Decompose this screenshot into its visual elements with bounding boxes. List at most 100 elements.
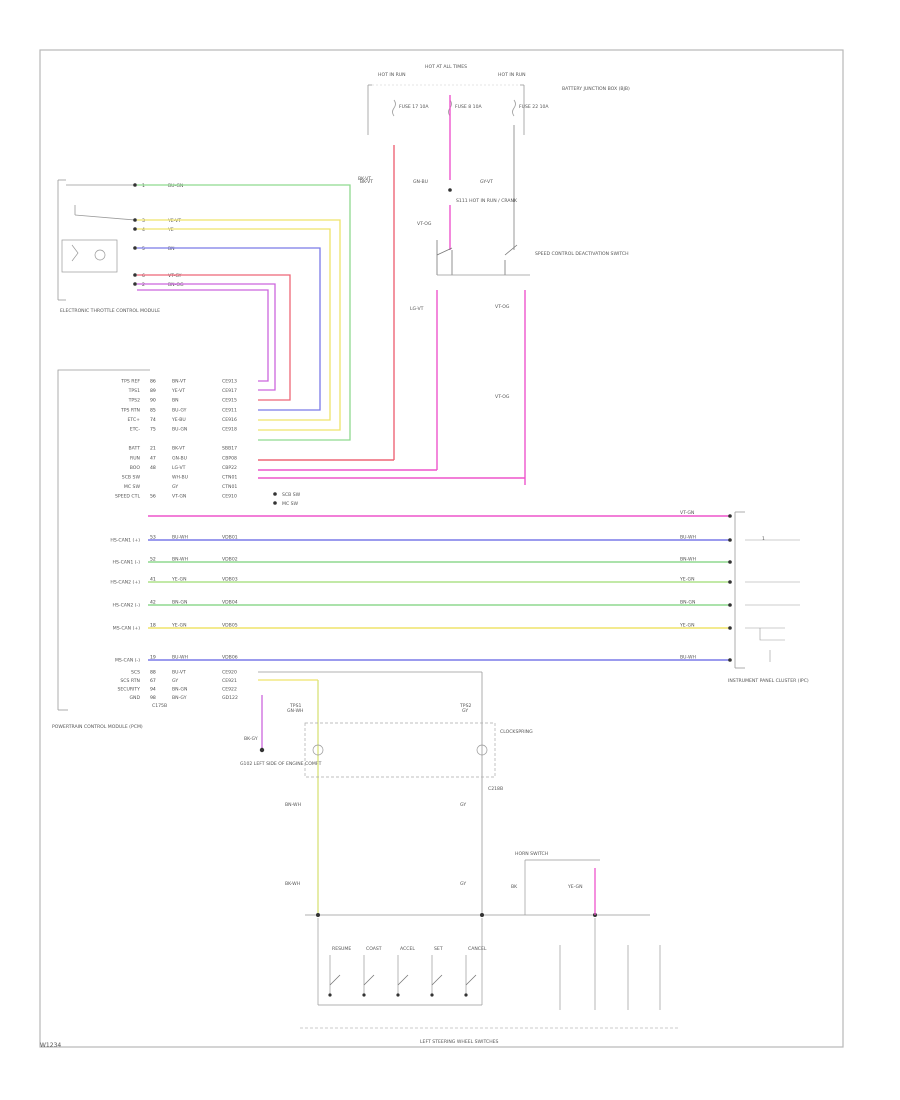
top-fuse-box: HOT AT ALL TIMES HOT IN RUN HOT IN RUN B… (367, 64, 630, 135)
pcm-pin-wire: WH-BU (172, 475, 188, 481)
bus-row-circuit: VDB06 (222, 655, 238, 661)
etc-pin-6: 2 (142, 282, 145, 288)
pcm-pin-circuit: CTN01 (222, 484, 237, 490)
pcm-pin-name: TPS RTN (120, 407, 140, 413)
pcm-pin-wire: VT-GN (172, 494, 186, 500)
pcm-pin-name: RUN (130, 455, 140, 461)
pcm-pin-circuit: CTN01 (222, 475, 237, 481)
bus-row-wire: BU-WH (172, 535, 188, 541)
fuse-2: FUSE 8 10A (448, 99, 483, 117)
bus-row-end-wire: BN-GN (680, 600, 695, 606)
ground-wire: BK-GY (244, 736, 258, 742)
pcm-pin-wire: YE-BU (171, 417, 186, 423)
switch-blade (397, 974, 409, 986)
ipc-pin: 1 (762, 536, 765, 542)
bus-row-name: HS-CAN1 (+) (110, 538, 140, 544)
pcm-lower-name: SCS (131, 670, 140, 676)
ipc-speed-terminal (728, 514, 732, 518)
splice-note: S111 HOT IN RUN / CRANK (456, 198, 518, 204)
pcm-pin-circuit: CBP08 (222, 455, 237, 461)
pcm-pin-circuit: CE911 (222, 407, 237, 413)
switch-label: RESUME (332, 946, 351, 952)
etc-wire-1: BU-GN (168, 183, 183, 189)
etc-pin-5: 6 (142, 273, 145, 279)
bus-row-pin: 18 (150, 623, 156, 629)
bus-row-end-wire: BN-WH (680, 557, 696, 563)
speed-control-switch: SPEED CONTROL DEACTIVATION SWITCH (436, 240, 629, 276)
pcm-pin-number: 90 (150, 398, 156, 404)
pcm-lower-pin: 67 (150, 678, 156, 684)
pcm-pin-wire: BU-GY (172, 407, 187, 413)
pcm-pin-number: 85 (150, 407, 156, 413)
bus-row-wire: BN-GN (172, 600, 187, 606)
pcm-pin-circuit: CE910 (222, 494, 237, 500)
bus-row-end-wire: YE-GN (679, 577, 695, 583)
pcm-pin-wire: BN-VT (172, 379, 186, 385)
clockspring: CLOCKSPRING GN-WH GY C218B BN-WH GY (258, 671, 533, 915)
fuse-box-right-label: HOT IN RUN (498, 72, 526, 78)
bus-row-wire: YE-GN (171, 577, 187, 583)
bus-row-wire: YE-GN (171, 623, 187, 629)
etc-pin-4: 5 (142, 246, 145, 252)
pcm-pin-name: BOO (130, 465, 141, 471)
etc-wire-5: VT-GY (168, 273, 182, 279)
pcm-pin-name: SPEED CTL (115, 494, 141, 500)
bus-terminal (728, 538, 732, 542)
pcm-pin-wire: YE-VT (171, 388, 185, 394)
etc-module-label: ELECTRONIC THROTTLE CONTROL MODULE (60, 308, 160, 314)
speed-switch-label: SPEED CONTROL DEACTIVATION SWITCH (535, 251, 629, 257)
horn-label: HORN SWITCH (515, 851, 548, 857)
pcm-pin-circuit: CE918 (222, 427, 237, 433)
pcm-pin-wire: BK-VT (172, 446, 185, 452)
ground-note: BK-GY G102 LEFT SIDE OF ENGINE COMPT (240, 695, 322, 767)
pcm-pin-name: ETC+ (128, 417, 141, 423)
etc-pin-2: 3 (142, 218, 145, 224)
pcm-pin-number: 86 (150, 379, 156, 385)
pcm-lower-wire: BN-GY (172, 695, 187, 701)
scb-note-a: SCB SW (282, 492, 301, 498)
bus-terminal (728, 603, 732, 607)
scb-note-b: MC SW (282, 501, 299, 507)
fuse-3-label: FUSE 22 10A (519, 104, 549, 110)
switch-label: CANCEL (468, 946, 487, 952)
pcm-lower-pin: 88 (150, 670, 156, 676)
clockspring-wire-b: GY (460, 802, 466, 808)
switch-label: COAST (366, 946, 382, 952)
pcm-pin-name: TPS REF (120, 379, 140, 385)
fuse-box-side-label: BATTERY JUNCTION BOX (BJB) (562, 86, 630, 92)
clockspring-conn: C218B (488, 786, 503, 792)
pcm-pin-name: BATT (129, 446, 141, 452)
bus-row-circuit: VDB01 (222, 535, 238, 541)
bus-terminal (728, 560, 732, 564)
switch-node (464, 993, 468, 997)
fuse-1: FUSE 17 10A (392, 99, 429, 117)
etc-wire-6: BN-OG (168, 282, 184, 288)
etc-route-label: BK-VT (358, 176, 371, 182)
switches-label: LEFT STEERING WHEEL SWITCHES (420, 1039, 499, 1045)
cruise-wire-0: GN-BU (413, 179, 428, 185)
cruise-wire-2: BK-VT (360, 179, 373, 185)
ground-label: G102 LEFT SIDE OF ENGINE COMPT (240, 761, 322, 767)
bus-row-name: MS-CAN (-) (115, 658, 140, 664)
pcm-bottom-ref: C175B (152, 703, 167, 709)
pcm-pin-number: 48 (150, 465, 156, 471)
clockspring-label: CLOCKSPRING (500, 729, 533, 735)
clockspring-right-ref: GY (462, 708, 468, 714)
throttle-left-pin: TPS1 (289, 703, 301, 709)
cruise-wire-3: VT-OG (417, 221, 432, 227)
fuse-3: FUSE 22 10A (512, 99, 549, 117)
pcm-pin-circuit: SBB17 (222, 446, 237, 452)
bus-row-circuit: VDB04 (222, 600, 238, 606)
pcm-lower-circuit: CE921 (222, 678, 237, 684)
pcm-lower-wire: GY (172, 678, 178, 684)
figure-reference: W1234 (40, 1042, 62, 1049)
pcm-lower-pin: 98 (150, 695, 156, 701)
pcm-pin-number: 21 (150, 446, 156, 452)
pcm-lower-name: SECURITY (117, 687, 140, 693)
pcm-lower-circuit: CE920 (222, 670, 237, 676)
pcm-lower-wire: BN-GN (172, 687, 187, 693)
bus-row-name: HS-CAN1 (-) (113, 560, 141, 566)
